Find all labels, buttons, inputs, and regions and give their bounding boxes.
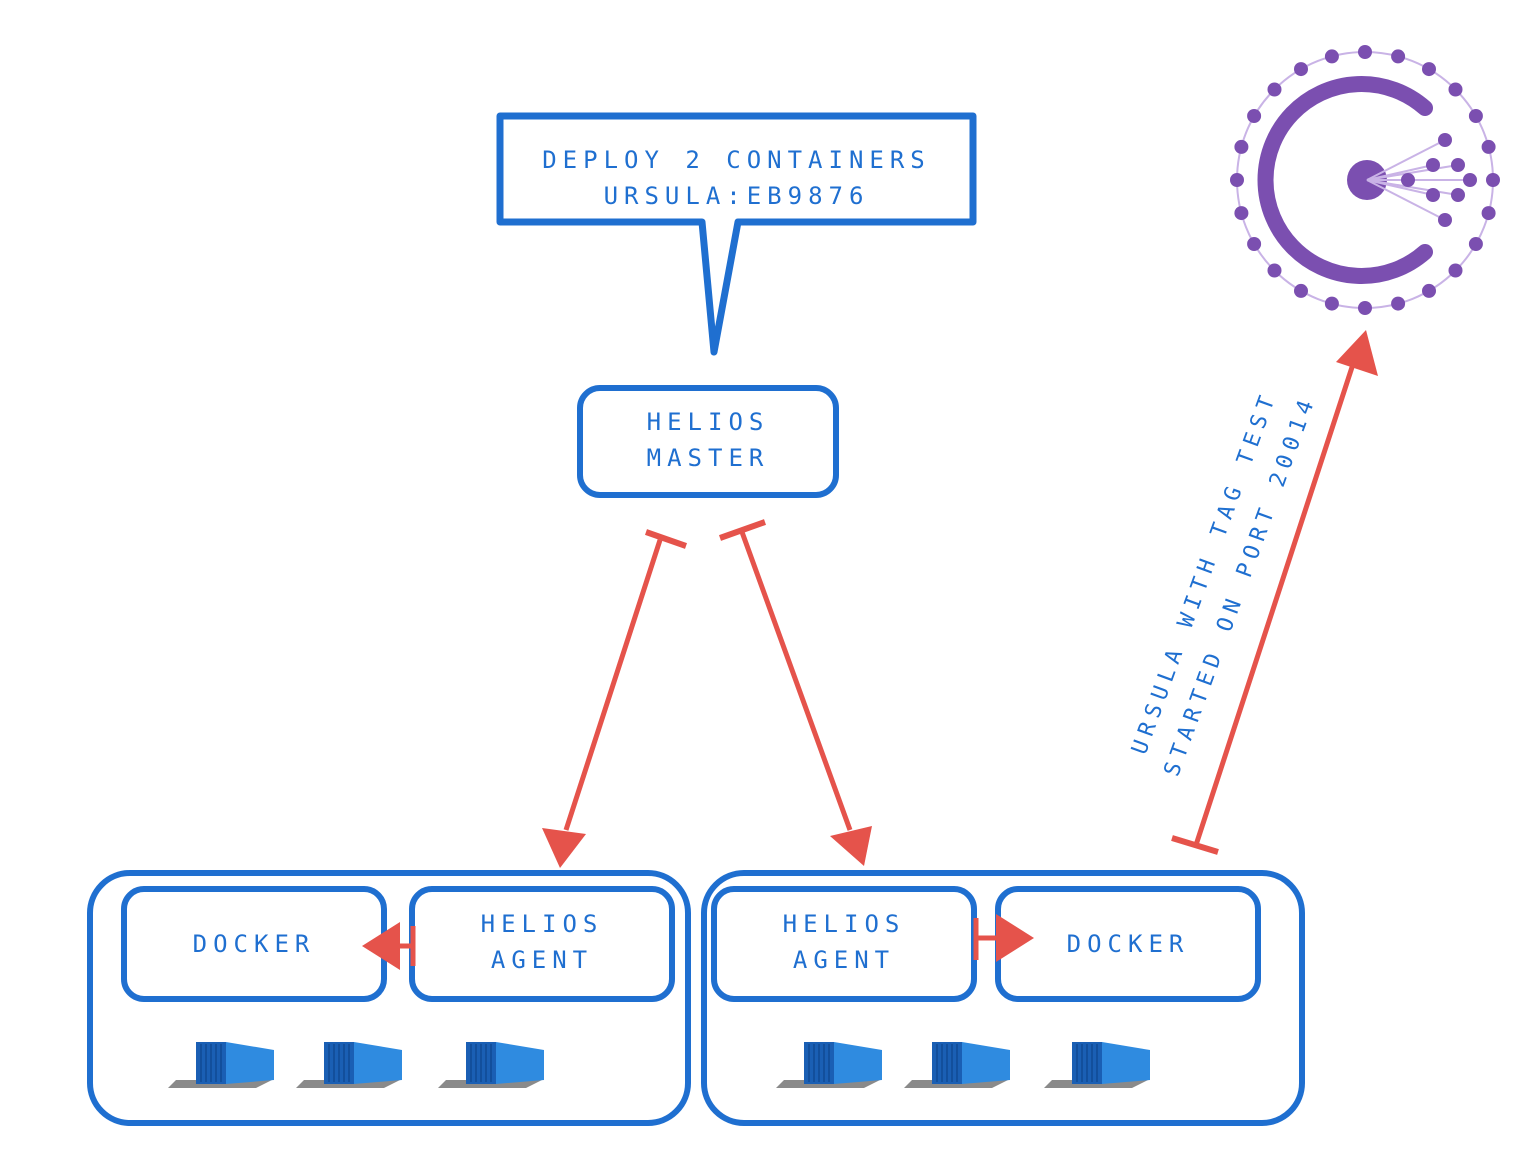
speech-line-1: DEPLOY 2 CONTAINERS [542,146,931,174]
docker-left-label: DOCKER [192,930,316,958]
consul-dot [1448,82,1463,97]
consul-dot [1267,82,1282,97]
agent-left-label: HELIOS AGENT [412,906,672,978]
consul-dot [1468,109,1483,123]
docker-right-label: DOCKER [1066,930,1190,958]
consul-logo-icon [1230,45,1500,315]
consul-inner-dot [1401,173,1415,187]
host-left-box [87,870,691,1126]
consul-dot [1294,283,1308,298]
arrow-agent-to-docker-right [973,914,1034,962]
consul-dot [1267,263,1282,278]
arrow-master-to-agent-right [718,519,872,866]
arrow-registration-to-consul [1171,330,1378,855]
consul-inner-dot [1426,188,1440,202]
consul-inner-dot [1451,158,1465,172]
consul-dot [1391,49,1406,64]
consul-dot [1234,139,1249,154]
master-line-1: HELIOS [646,408,770,436]
shipping-container-icon [168,1042,274,1088]
consul-inner-dot [1426,158,1440,172]
consul-dot [1230,173,1244,187]
master-line-2: MASTER [646,444,770,472]
consul-inner-dot [1438,133,1452,147]
consul-dot [1422,283,1436,298]
speech-line-2: URSULA:EB9876 [603,182,870,210]
consul-inner-dot [1438,213,1452,227]
consul-dot [1422,62,1436,77]
helios-master-label: HELIOS MASTER [580,404,836,476]
consul-dot [1391,296,1406,311]
consul-dot [1247,109,1262,123]
agent-right-line-1: HELIOS [782,910,906,938]
arrow-master-to-agent-left [542,529,687,868]
consul-dot [1234,206,1249,221]
consul-dot [1294,62,1308,77]
agent-right-line-2: AGENT [792,946,896,974]
shipping-container-icon [904,1042,1010,1088]
consul-dot [1448,263,1463,278]
speech-bubble [496,112,977,356]
consul-dot [1358,45,1372,59]
shipping-container-icon [1044,1042,1150,1088]
consul-dot [1481,139,1496,154]
shipping-container-icon [296,1042,402,1088]
consul-dot [1481,206,1496,221]
consul-dot [1468,237,1483,251]
agent-left-line-1: HELIOS [480,910,604,938]
consul-dot [1247,237,1262,251]
speech-bubble-text: DEPLOY 2 CONTAINERS URSULA:EB9876 [500,142,973,214]
consul-dot [1324,296,1339,311]
container-icon-group [168,1042,1150,1088]
consul-inner-dot [1463,173,1477,187]
consul-dot [1486,173,1500,187]
shipping-container-icon [776,1042,882,1088]
consul-dot [1324,49,1339,64]
agent-right-label: HELIOS AGENT [714,906,974,978]
host-right-box [701,870,1305,1126]
agent-left-line-2: AGENT [490,946,594,974]
consul-dot [1358,301,1372,315]
shipping-container-icon [438,1042,544,1088]
helios-master-box [577,385,839,498]
arrow-agent-to-docker-left [362,922,416,970]
consul-inner-dot [1451,188,1465,202]
